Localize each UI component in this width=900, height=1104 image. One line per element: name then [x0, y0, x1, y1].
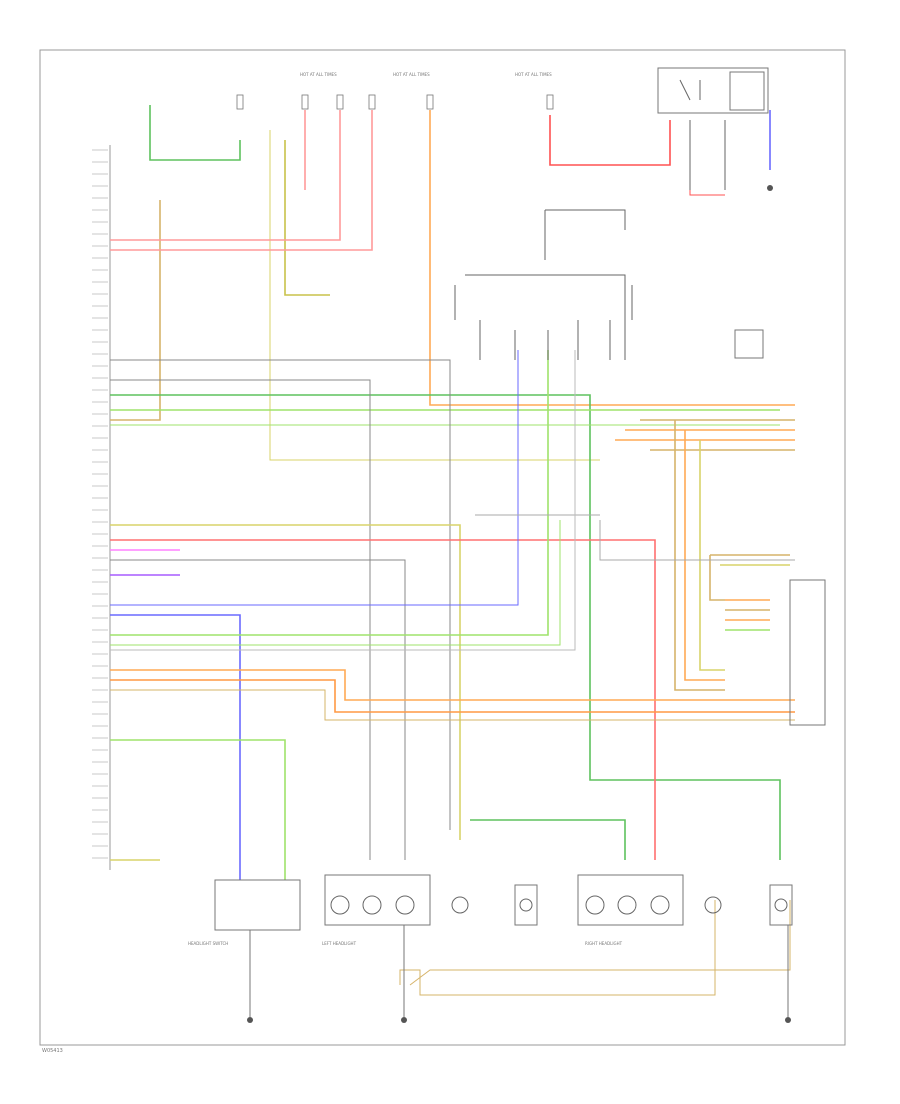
switch-symbols: [454, 79, 701, 360]
grounds: [247, 185, 791, 1023]
wire-black-switch: [465, 274, 626, 360]
fuse-symbol: [546, 94, 554, 110]
wire-black-grounds: [689, 120, 726, 190]
wire-tan-bottom-loop: [399, 900, 716, 996]
wire-pink-2: [110, 110, 373, 251]
wire-lightgreen-mid2: [110, 520, 561, 646]
wire-green-top: [149, 105, 241, 161]
headlight-switch-label: HEADLIGHT SWITCH: [188, 941, 228, 946]
wire-tan-bottom-2: [409, 900, 791, 986]
wire-right-drop-1: [674, 420, 725, 691]
wire-red-right: [689, 120, 725, 196]
left-headlight-box: [324, 874, 431, 926]
wire-right-drop-2: [684, 430, 725, 681]
hot-label-3: HOT AT ALL TIMES: [515, 72, 552, 77]
hot-label-2: HOT AT ALL TIMES: [393, 72, 430, 77]
ground-4: [767, 185, 773, 191]
wire-orange-top: [429, 110, 795, 406]
left-side-marker-box: [514, 884, 538, 926]
main-module-pins: [92, 145, 111, 870]
lamp-right-1: [585, 895, 605, 915]
lamp-left-2: [362, 895, 382, 915]
wire-orange-low1: [110, 669, 795, 701]
wire-gray-mid: [110, 559, 406, 860]
fuse-symbol: [236, 94, 244, 110]
headlight-switch-box: [214, 879, 301, 931]
fuse-group: [236, 94, 554, 110]
components: [214, 67, 826, 931]
ground-1: [247, 1017, 253, 1023]
switch-main: [479, 320, 611, 360]
relay-box-top-right: [657, 67, 769, 114]
wire-pink-1: [110, 110, 341, 241]
fuse-symbol: [368, 94, 376, 110]
wire-red-top: [549, 115, 671, 166]
right-headlight-box: [577, 874, 684, 926]
wire-green-long: [110, 394, 781, 860]
fuse-symbol: [336, 94, 344, 110]
wire-yellow-3: [284, 140, 330, 296]
wire-red-mid: [110, 539, 656, 860]
diagram-border: [39, 49, 846, 1046]
lamp-left-3: [395, 895, 415, 915]
wires: [110, 105, 795, 996]
lamp-side-l: [519, 898, 533, 912]
relay-inner: [729, 71, 765, 111]
relay-contact: [679, 79, 701, 101]
right-connector-box: [789, 579, 826, 726]
wire-yellow-1: [110, 200, 161, 421]
wire-gray-right: [599, 520, 795, 561]
ground-2: [401, 1017, 407, 1023]
turn-signal-box: [734, 329, 764, 359]
wire-green-to-right: [470, 819, 626, 860]
left-headlight-label: LEFT HEADLIGHT: [322, 941, 357, 946]
ground-3: [785, 1017, 791, 1023]
wire-lightgreen-mid: [110, 350, 549, 636]
lamp-side-r: [774, 898, 788, 912]
wire-yellow-mid: [110, 524, 461, 840]
wire-gray-long-right: [110, 350, 576, 651]
ground-wires: [249, 925, 789, 1017]
hot-label-1: HOT AT ALL TIMES: [300, 72, 337, 77]
fuse-symbol: [301, 94, 309, 110]
wire-right-drop-3: [699, 440, 725, 671]
wire-blue-2: [110, 350, 519, 606]
right-headlight-label: RIGHT HEADLIGHT: [585, 941, 623, 946]
lamp-right-2: [617, 895, 637, 915]
lamp-left-4: [451, 896, 469, 914]
wire-orange-low2: [110, 679, 795, 713]
wire-black-switch-2: [545, 209, 626, 230]
switch-arm: [454, 285, 633, 320]
footer-code: W05413: [42, 1048, 63, 1054]
fuse-symbol: [426, 94, 434, 110]
lamps: [330, 895, 788, 915]
lamp-right-3: [650, 895, 670, 915]
wire-tan-low: [110, 689, 795, 721]
lamp-right-4: [704, 896, 722, 914]
wire-green-low: [110, 739, 286, 880]
wire-right-drop-4: [709, 555, 725, 601]
lamp-left-1: [330, 895, 350, 915]
wire-blue-mid: [110, 614, 241, 880]
wire-gray-1: [110, 359, 451, 830]
right-side-marker-box: [769, 884, 793, 926]
